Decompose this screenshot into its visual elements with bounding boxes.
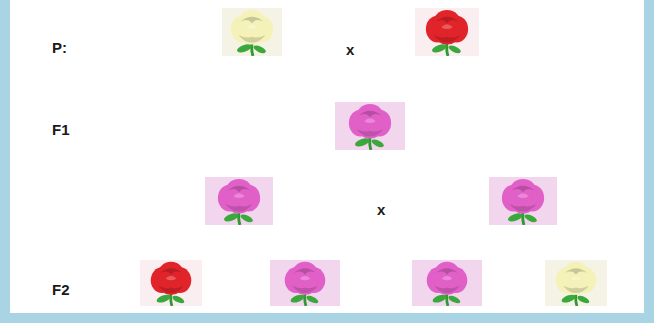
- cross-symbol: x: [377, 202, 385, 217]
- generation-label: F2: [52, 282, 70, 297]
- cross-symbol: x: [346, 42, 354, 57]
- generation-label: F1: [52, 122, 70, 137]
- generation-label: P:: [52, 40, 67, 55]
